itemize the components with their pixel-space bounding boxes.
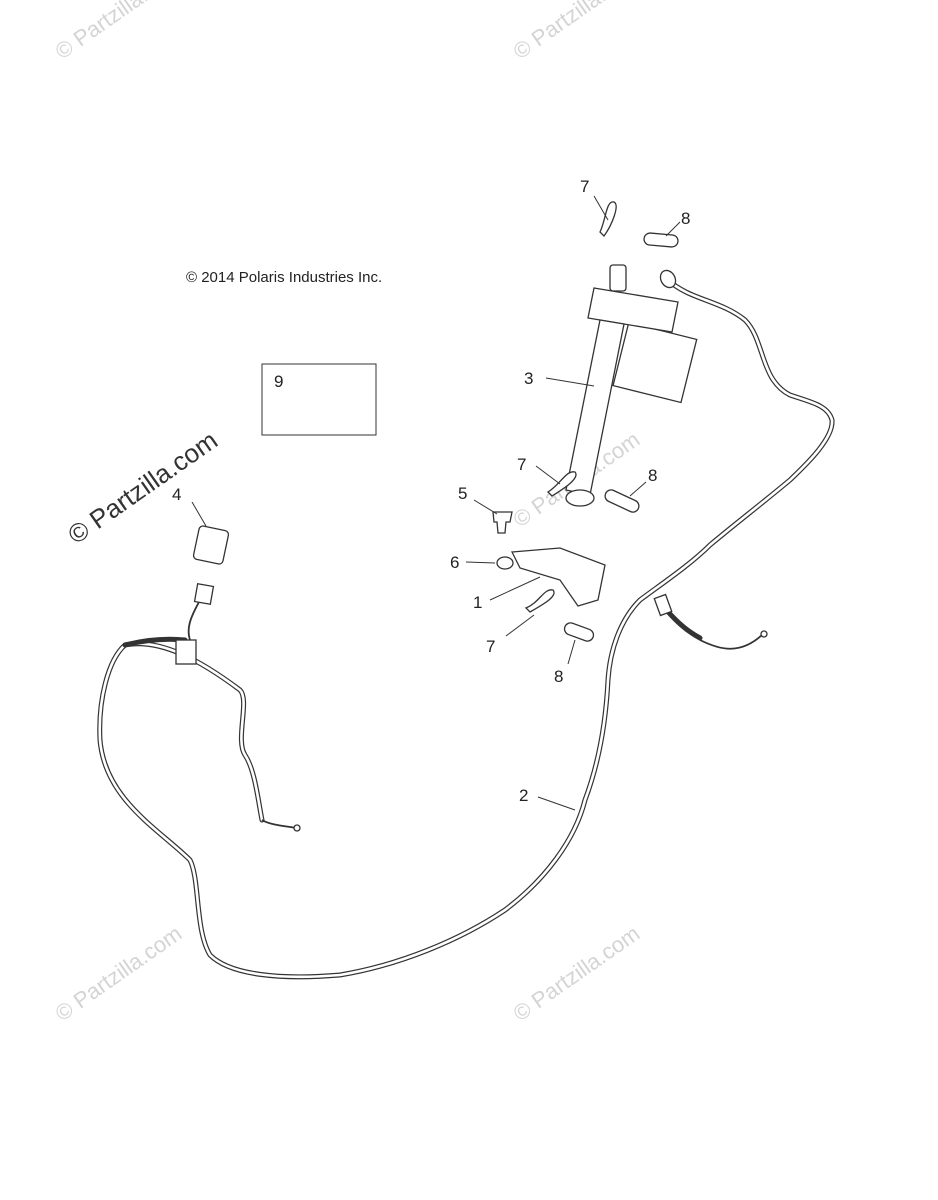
callout-9[interactable]: 9: [274, 372, 283, 391]
callout-7-bottom[interactable]: 7: [486, 637, 495, 656]
copyright-text: © 2014 Polaris Industries Inc.: [186, 269, 382, 286]
harness-end-connector: [659, 269, 677, 289]
callout-1[interactable]: 1: [473, 593, 482, 612]
part-7-clip-bottom: [524, 589, 555, 613]
callout-7-middle[interactable]: 7: [517, 455, 526, 474]
watermark-top-left: © Partzilla.com: [51, 0, 187, 64]
leader-lines: [191, 195, 681, 811]
callout-7-top[interactable]: 7: [580, 177, 589, 196]
branch-connector: [653, 593, 673, 617]
callout-8-middle[interactable]: 8: [648, 466, 657, 485]
callout-4[interactable]: 4: [172, 485, 181, 504]
part-5-bolt: [492, 511, 513, 534]
watermark-top-right: © Partzilla.com: [509, 0, 645, 64]
part-8-pin-top: [643, 232, 679, 248]
wire-harness: [97, 269, 835, 980]
part-4-switch: [192, 525, 230, 565]
callout-8-bottom[interactable]: 8: [554, 667, 563, 686]
watermarks: © Partzilla.com © Partzilla.com © Partzi…: [51, 0, 645, 1026]
switch-plug: [193, 582, 215, 606]
part-3-actuator: [565, 264, 698, 507]
watermark-bottom-right: © Partzilla.com: [509, 921, 645, 1027]
callout-3[interactable]: 3: [524, 369, 533, 388]
callout-5[interactable]: 5: [458, 484, 467, 503]
part-7-clip-top: [599, 201, 617, 237]
harness-switch-connector: [175, 639, 197, 665]
callout-2[interactable]: 2: [519, 786, 528, 805]
part-8-pin-bottom: [563, 622, 595, 642]
part-8-pin-middle: [604, 489, 640, 513]
callout-8-top[interactable]: 8: [681, 209, 690, 228]
part-7-clip-middle: [546, 471, 577, 497]
part-6-nut: [496, 556, 514, 570]
part-9-box: [261, 363, 377, 436]
watermark-bottom-left: © Partzilla.com: [51, 921, 187, 1027]
part-1-bracket: [510, 547, 606, 607]
callouts: 7 8 3 7 8 5 6 1 7 8 2 4: [172, 177, 690, 805]
callout-6[interactable]: 6: [450, 553, 459, 572]
